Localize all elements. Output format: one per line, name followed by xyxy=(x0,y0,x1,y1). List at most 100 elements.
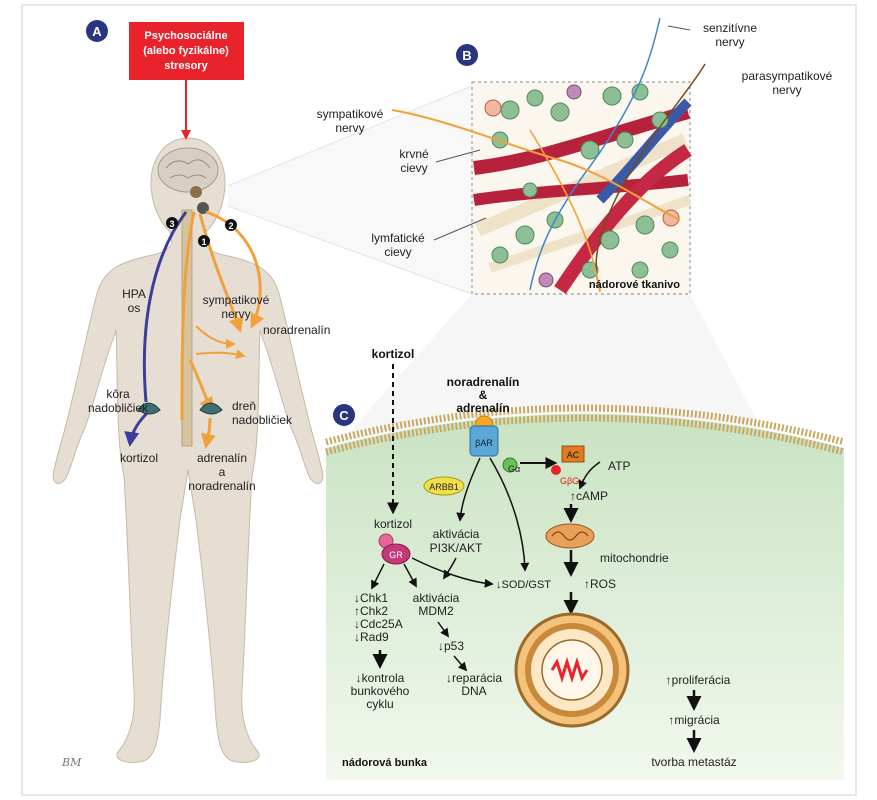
label-ga: Gα xyxy=(508,464,520,474)
label-tissue: nádorové tkanivo xyxy=(589,279,680,291)
label-chk2: ↑Chk2 xyxy=(354,604,388,618)
arrow-receptor-pi3k xyxy=(456,457,481,522)
cell-cytoplasm xyxy=(326,414,844,780)
leader-lymph xyxy=(433,217,487,241)
label-gr: GR xyxy=(389,550,403,560)
mito-cristae xyxy=(551,531,589,541)
label-mdm2-2: MDM2 xyxy=(418,604,454,618)
immune-cell-4 xyxy=(538,272,554,288)
immune-cell-3 xyxy=(566,84,582,100)
hpa-axis-line xyxy=(142,211,188,403)
label-kortizol-body: kortizol xyxy=(120,451,158,465)
noradrenaline-branch-1 xyxy=(195,325,236,349)
cell-membrane-outer xyxy=(325,404,845,446)
immune-cell-1 xyxy=(484,99,502,117)
label-reparacia-2: DNA xyxy=(461,684,486,698)
label-kontrola-3: cyklu xyxy=(366,697,393,711)
label-dren-2: nadobličiek xyxy=(232,413,293,427)
label-kontrola-1: ↓kontrola xyxy=(356,671,405,685)
label-kontrola-2: bunkového xyxy=(351,684,410,698)
stressor-box xyxy=(129,22,244,80)
badge-2 xyxy=(225,219,237,231)
sympathetic-line-1 xyxy=(180,211,196,421)
outer-frame xyxy=(21,4,857,796)
label-tissue-symp-1: sympatikové xyxy=(317,107,384,121)
badge-1-text: 1 xyxy=(201,237,206,247)
label-dren-1: dreň xyxy=(232,399,256,413)
label-arbb1: ARBB1 xyxy=(429,482,459,492)
arrow-atp-camp xyxy=(578,461,601,490)
label-krvne-2: cievy xyxy=(400,161,427,175)
label-hpa: HPA xyxy=(122,287,146,301)
arrow-mdm2-p53 xyxy=(437,621,450,638)
panel-b: B senzitívne nervy parasympatikové nervy… xyxy=(317,17,833,295)
dna-strand xyxy=(550,656,589,684)
tumor-cells xyxy=(491,83,679,279)
label-bar: βAR xyxy=(475,438,493,448)
sensory-nerve xyxy=(529,17,661,291)
brain-folds xyxy=(165,159,211,179)
stressor-line-3: stresory xyxy=(164,60,208,72)
label-senzitivne-1: senzitívne xyxy=(703,21,757,35)
label-cdc25a: ↓Cdc25A xyxy=(354,617,403,631)
label-proliferacia: ↑proliferácia xyxy=(666,673,731,687)
label-kortizol-cell: kortizol xyxy=(374,517,412,531)
nucleus-inner xyxy=(541,639,603,701)
label-adrenalin-1: adrenalín xyxy=(197,451,247,465)
panel-b-letter: B xyxy=(462,48,471,63)
stressor-line-1: Psychosociálne xyxy=(144,30,227,42)
panel-c-badge xyxy=(333,404,355,426)
label-parasymp-1: parasympatikové xyxy=(742,69,833,83)
zoom-wedge-b xyxy=(228,86,472,294)
label-tissue-symp-2: nervy xyxy=(335,121,364,135)
blood-vessel-red-3 xyxy=(554,144,692,294)
brainstem-node xyxy=(197,202,209,214)
adrenal-cortex-left xyxy=(137,402,161,415)
sympathetic-nerve-tissue xyxy=(391,109,681,221)
arrow-receptor-sod xyxy=(489,457,530,572)
label-lymf-1: lymfatické xyxy=(371,231,425,245)
cell-membrane-inner xyxy=(325,414,845,456)
label-chk1: ↓Chk1 xyxy=(354,591,388,605)
badge-3-text: 3 xyxy=(169,219,174,229)
label-mdm2-1: aktivácia xyxy=(413,591,460,605)
badge-2-text: 2 xyxy=(228,221,233,231)
leader-blood xyxy=(435,149,481,163)
adrenaline-arrow xyxy=(201,417,216,449)
label-migracia: ↑migrácia xyxy=(668,713,720,727)
label-camp: ↑cAMP xyxy=(570,489,608,503)
noradrenaline-branch-2 xyxy=(195,349,246,359)
arrow-p53-repair xyxy=(453,655,468,672)
panel-c-letter: C xyxy=(339,408,349,423)
label-adrenalin-2: a xyxy=(219,465,226,479)
label-na-1: noradrenalín xyxy=(447,375,520,389)
brain xyxy=(157,147,219,193)
label-cell: nádorová bunka xyxy=(342,757,428,769)
label-sod: ↓SOD/GST xyxy=(496,579,551,591)
sympathetic-line-3 xyxy=(205,210,265,329)
panel-a-badge xyxy=(86,20,108,42)
label-adrenalin-3: noradrenalín xyxy=(188,479,255,493)
label-metastazy: tvorba metastáz xyxy=(651,755,736,769)
label-reparacia-1: ↓reparácia xyxy=(446,671,502,685)
label-ros: ↑ROS xyxy=(584,577,616,591)
mitochondrion xyxy=(545,523,595,549)
leader-sensory xyxy=(667,25,691,31)
parasympathetic-nerve xyxy=(595,63,706,291)
label-atp: ATP xyxy=(608,459,630,473)
label-symp-1: sympatikové xyxy=(203,293,270,307)
sympathetic-nerve-branch xyxy=(529,129,601,293)
arrow-gr-mdm2 xyxy=(403,563,417,588)
panel-a-letter: A xyxy=(92,24,102,39)
label-mito: mitochondrie xyxy=(600,551,669,565)
label-krvne-1: krvné xyxy=(399,147,429,161)
human-body-silhouette xyxy=(52,137,324,763)
label-symp-2: nervy xyxy=(221,307,250,321)
arrow-akt-mdm2 xyxy=(443,557,457,580)
panel-b-badge xyxy=(456,44,478,66)
label-noradrenalin: noradrenalín xyxy=(263,323,330,337)
label-kortizol-top: kortizol xyxy=(372,347,415,361)
stressor-line-2: (alebo fyzikálne) xyxy=(143,45,229,57)
hypothalamus xyxy=(190,186,202,198)
